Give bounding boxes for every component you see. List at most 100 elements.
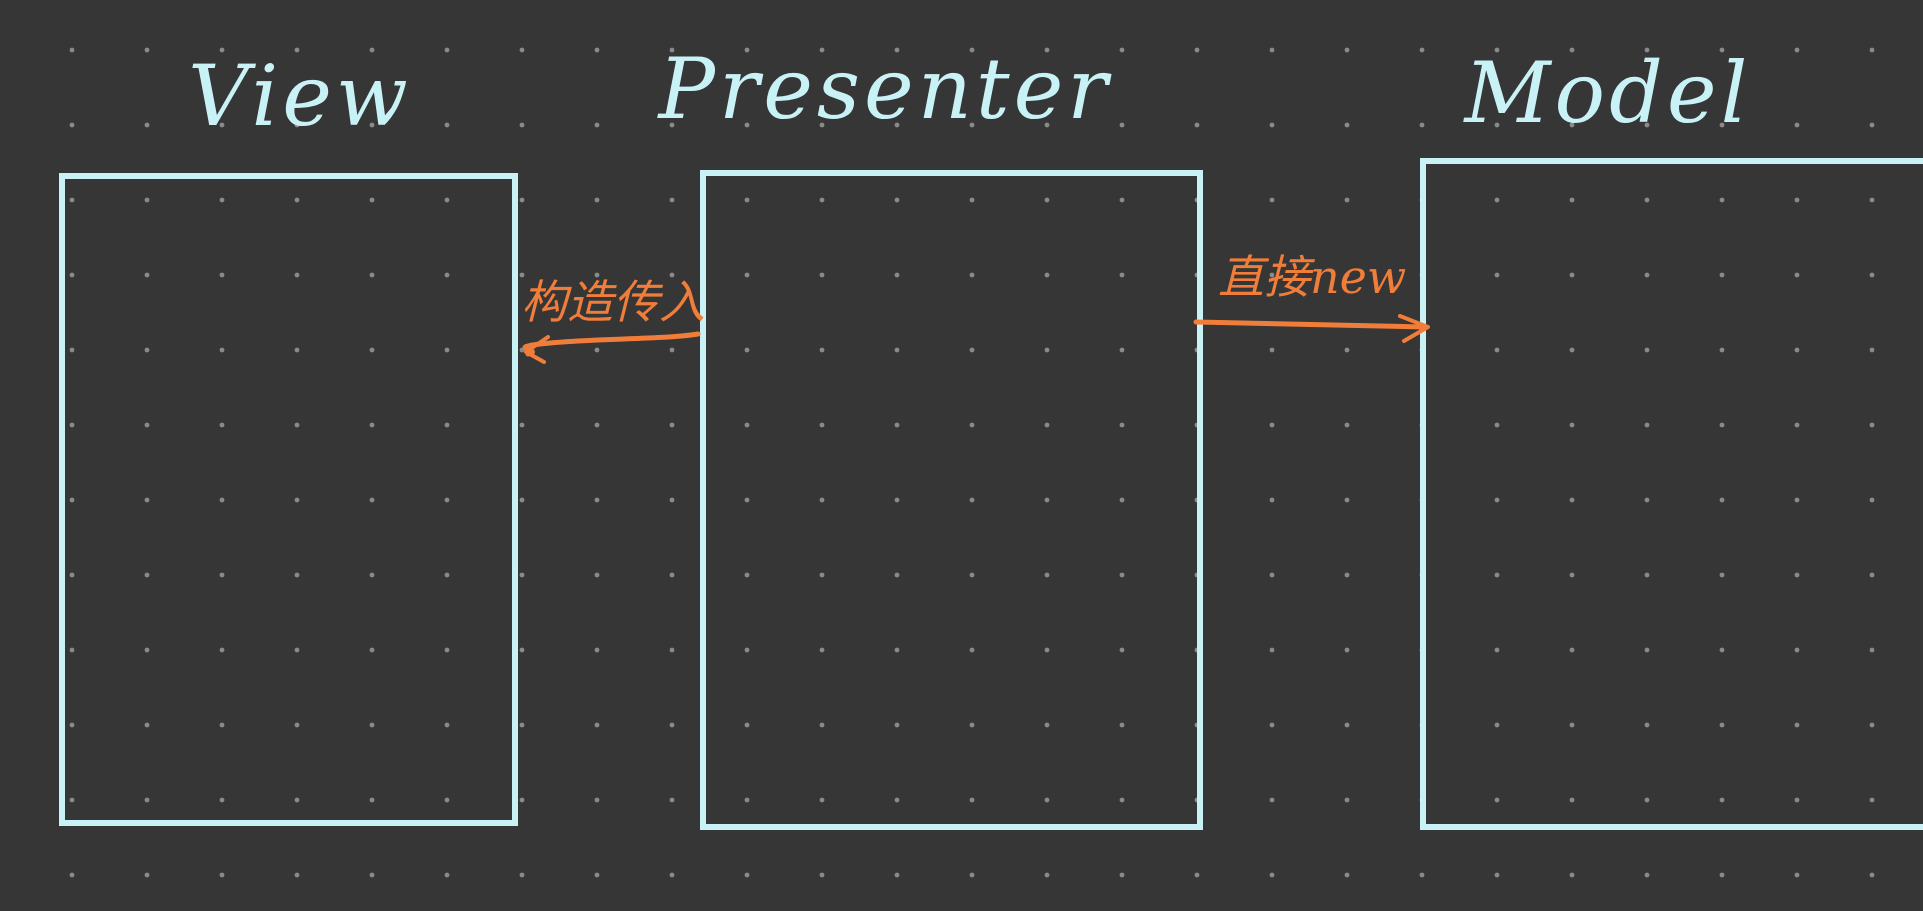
grid-dot — [219, 47, 225, 53]
grid-dot — [969, 272, 975, 278]
grid-dot — [894, 797, 900, 803]
grid-dot — [1569, 197, 1575, 203]
grid-dot — [144, 872, 150, 878]
grid-dot — [294, 197, 300, 203]
grid-dot — [1119, 872, 1125, 878]
presenter-to-view-edge[interactable]: 构造传入 — [521, 275, 705, 364]
model-node[interactable]: Model — [1420, 44, 1923, 830]
grid-dot — [744, 347, 750, 353]
grid-dot — [294, 497, 300, 503]
grid-dot — [594, 647, 600, 653]
presenter-to-view-arrowhead — [524, 335, 550, 364]
grid-dot — [1494, 422, 1500, 428]
grid-dot — [594, 347, 600, 353]
grid-dot — [669, 347, 675, 353]
grid-dot — [1719, 122, 1725, 128]
grid-dot — [144, 497, 150, 503]
grid-dot — [1044, 347, 1050, 353]
grid-dot — [1719, 272, 1725, 278]
grid-dot — [1719, 347, 1725, 353]
grid-dot — [1569, 797, 1575, 803]
grid-dot — [369, 272, 375, 278]
grid-dot — [369, 122, 375, 128]
presenter-to-model-arrowhead — [1398, 314, 1430, 343]
grid-dot — [369, 872, 375, 878]
grid-dot — [744, 497, 750, 503]
grid-dot — [519, 797, 525, 803]
grid-dot — [144, 122, 150, 128]
grid-dot — [369, 797, 375, 803]
grid-dot — [1794, 272, 1800, 278]
presenter-node[interactable]: Presenter — [657, 40, 1203, 830]
grid-dot — [144, 197, 150, 203]
grid-dot — [1269, 422, 1275, 428]
grid-dot — [294, 572, 300, 578]
grid-dot — [69, 497, 75, 503]
grid-dot — [1569, 347, 1575, 353]
grid-dot — [1119, 422, 1125, 428]
grid-dot — [819, 722, 825, 728]
grid-dot — [1869, 272, 1875, 278]
grid-dot — [1794, 797, 1800, 803]
grid-dot — [219, 497, 225, 503]
grid-dot — [444, 647, 450, 653]
grid-dot — [519, 572, 525, 578]
grid-dot — [1494, 197, 1500, 203]
grid-dot — [1644, 122, 1650, 128]
grid-dot — [1044, 872, 1050, 878]
grid-dot — [894, 422, 900, 428]
presenter-to-model-edge[interactable]: 直接new — [1193, 250, 1430, 343]
grid-dot — [1719, 647, 1725, 653]
grid-dot — [969, 572, 975, 578]
presenter-title: Presenter — [657, 40, 1113, 138]
grid-dot — [894, 197, 900, 203]
grid-dot — [1194, 47, 1200, 53]
grid-dot — [369, 497, 375, 503]
grid-dot — [1494, 647, 1500, 653]
grid-dot — [1569, 647, 1575, 653]
grid-dot — [1344, 872, 1350, 878]
view-node[interactable]: View — [59, 47, 518, 826]
grid-dot — [1044, 122, 1050, 128]
grid-dot — [744, 647, 750, 653]
grid-dot — [1569, 722, 1575, 728]
grid-dot — [894, 872, 900, 878]
grid-dot — [1644, 647, 1650, 653]
grid-dot — [969, 47, 975, 53]
grid-dot — [1494, 272, 1500, 278]
grid-dot — [69, 647, 75, 653]
grid-dot — [444, 722, 450, 728]
grid-dot — [1419, 122, 1425, 128]
grid-dot — [1044, 572, 1050, 578]
grid-dot — [1719, 422, 1725, 428]
grid-dot — [819, 647, 825, 653]
grid-dot — [1269, 722, 1275, 728]
grid-dot — [1644, 797, 1650, 803]
grid-dot — [1569, 272, 1575, 278]
grid-dot — [744, 722, 750, 728]
grid-dot — [1569, 872, 1575, 878]
grid-dot — [219, 647, 225, 653]
grid-dot — [969, 347, 975, 353]
grid-dot — [1794, 122, 1800, 128]
grid-dot — [894, 647, 900, 653]
grid-dot — [69, 122, 75, 128]
grid-dot — [1419, 47, 1425, 53]
grid-dot — [369, 347, 375, 353]
grid-dot — [144, 572, 150, 578]
grid-dot — [819, 47, 825, 53]
model-box — [1420, 158, 1923, 830]
grid-dot — [669, 647, 675, 653]
grid-dot — [519, 197, 525, 203]
grid-dot — [1494, 47, 1500, 53]
grid-dot — [669, 47, 675, 53]
grid-dot — [1794, 572, 1800, 578]
grid-dot — [969, 797, 975, 803]
grid-dot — [444, 572, 450, 578]
model-title: Model — [1463, 44, 1752, 142]
grid-dot — [1869, 347, 1875, 353]
grid-dot — [819, 422, 825, 428]
grid-dot — [219, 272, 225, 278]
grid-dot — [1269, 797, 1275, 803]
grid-dot — [1344, 422, 1350, 428]
